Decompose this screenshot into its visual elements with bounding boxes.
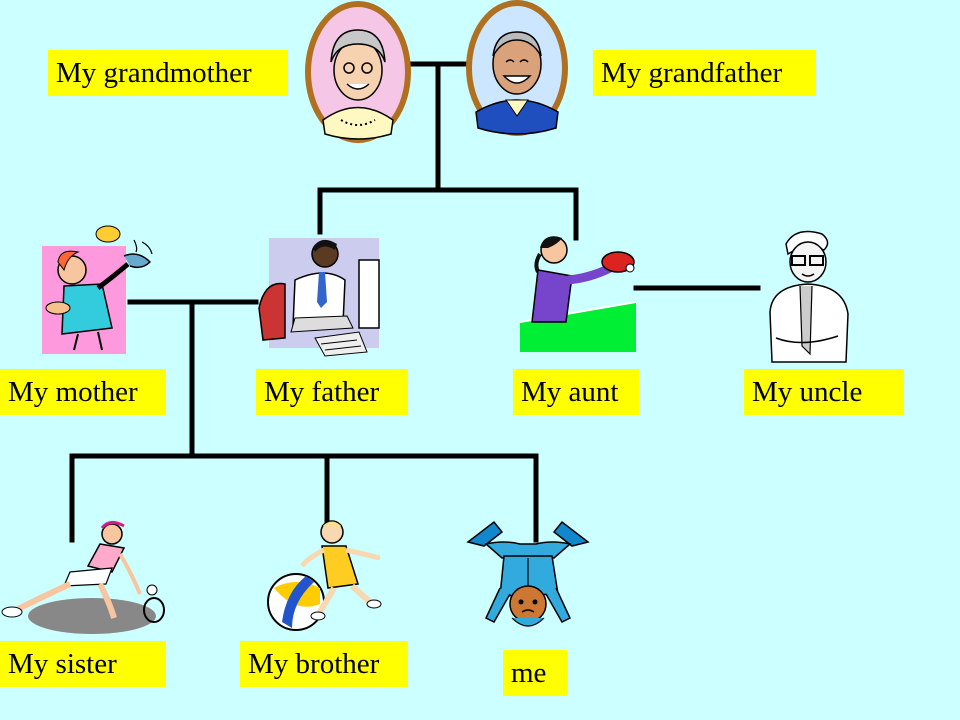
grandmother-portrait-icon xyxy=(303,0,413,145)
label-me: me xyxy=(503,650,567,696)
uncle-glasses-icon xyxy=(762,228,854,368)
label-aunt: My aunt xyxy=(513,369,639,415)
father-computer-icon xyxy=(255,228,383,360)
label-brother: My brother xyxy=(240,641,408,687)
label-grandmother: My grandmother xyxy=(48,50,288,96)
brother-ball-icon xyxy=(262,518,386,634)
label-father: My father xyxy=(256,369,408,415)
label-uncle: My uncle xyxy=(744,369,904,415)
mother-cooking-icon xyxy=(38,222,160,356)
label-sister: My sister xyxy=(0,641,166,687)
label-mother: My mother xyxy=(0,369,166,415)
sister-tennis-icon xyxy=(0,514,170,640)
aunt-table-tennis-icon xyxy=(518,230,640,354)
me-handstand-icon xyxy=(464,518,592,634)
label-grandfather: My grandfather xyxy=(593,50,816,96)
grandfather-portrait-icon xyxy=(462,0,572,140)
